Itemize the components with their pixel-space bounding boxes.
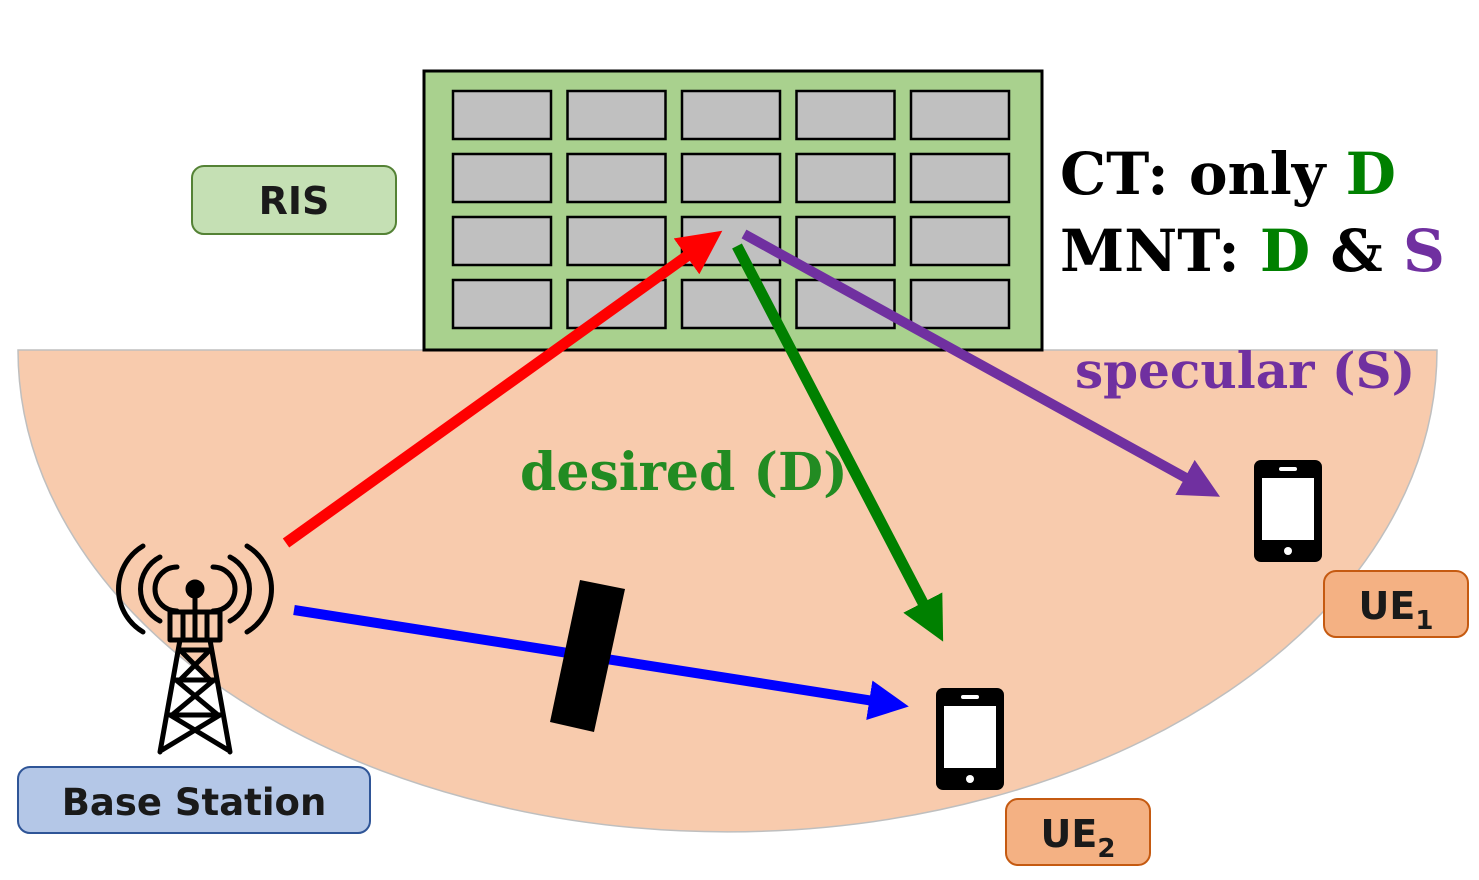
legend-ct-d: D <box>1346 140 1396 208</box>
legend-ct-prefix: CT: only <box>1060 140 1346 208</box>
ris-tile <box>795 89 896 141</box>
desired-beam-arrow <box>732 243 944 642</box>
incident-beam-arrow <box>282 230 723 548</box>
coverage-area <box>17 349 1438 833</box>
ue2-label: UE2 <box>1005 798 1151 866</box>
desired-label: desired (D) <box>520 442 848 503</box>
ris-tile <box>566 89 667 141</box>
legend-ct: CT: only D <box>1060 140 1396 208</box>
ue1-label-text: UE1 <box>1359 584 1434 636</box>
ris-panel <box>422 69 1044 352</box>
legend-mnt: MNT: D & S <box>1060 217 1445 285</box>
ue2-label-text: UE2 <box>1041 812 1116 864</box>
ue1-label-sub: 1 <box>1415 606 1433 636</box>
ris-tile <box>451 278 553 330</box>
blocker-obstacle <box>550 580 625 732</box>
ue1-label: UE1 <box>1323 570 1469 638</box>
ris-tile <box>909 278 1011 330</box>
ris-tile <box>680 89 782 141</box>
ue2-phone-icon <box>936 688 1004 790</box>
ris-tile <box>909 152 1011 204</box>
specular-beam-arrow <box>741 229 1221 497</box>
ris-tile <box>566 152 667 204</box>
legend-mnt-amp: & <box>1310 217 1403 285</box>
legend-mnt-d: D <box>1260 217 1310 285</box>
ris-tile <box>795 152 896 204</box>
legend-mnt-prefix: MNT: <box>1060 217 1260 285</box>
legend-mnt-s: S <box>1403 217 1445 285</box>
ue1-label-main: UE <box>1359 584 1416 628</box>
base-station-label: Base Station <box>17 766 371 834</box>
ris-tile <box>566 215 667 267</box>
ris-tile <box>795 215 896 267</box>
ue2-label-sub: 2 <box>1097 834 1115 864</box>
specular-label: specular (S) <box>1075 341 1415 400</box>
ris-tile <box>451 215 553 267</box>
ris-tile <box>451 152 553 204</box>
base-station-label-text: Base Station <box>62 781 327 824</box>
ris-label-text: RIS <box>259 179 330 223</box>
ue2-label-main: UE <box>1041 812 1098 856</box>
ris-tile <box>909 89 1011 141</box>
ris-tile <box>680 152 782 204</box>
ris-tile <box>909 215 1011 267</box>
ris-tile <box>451 89 553 141</box>
ue1-phone-icon <box>1254 460 1322 562</box>
base-station-tower-icon <box>116 543 274 755</box>
ris-label: RIS <box>191 165 397 235</box>
